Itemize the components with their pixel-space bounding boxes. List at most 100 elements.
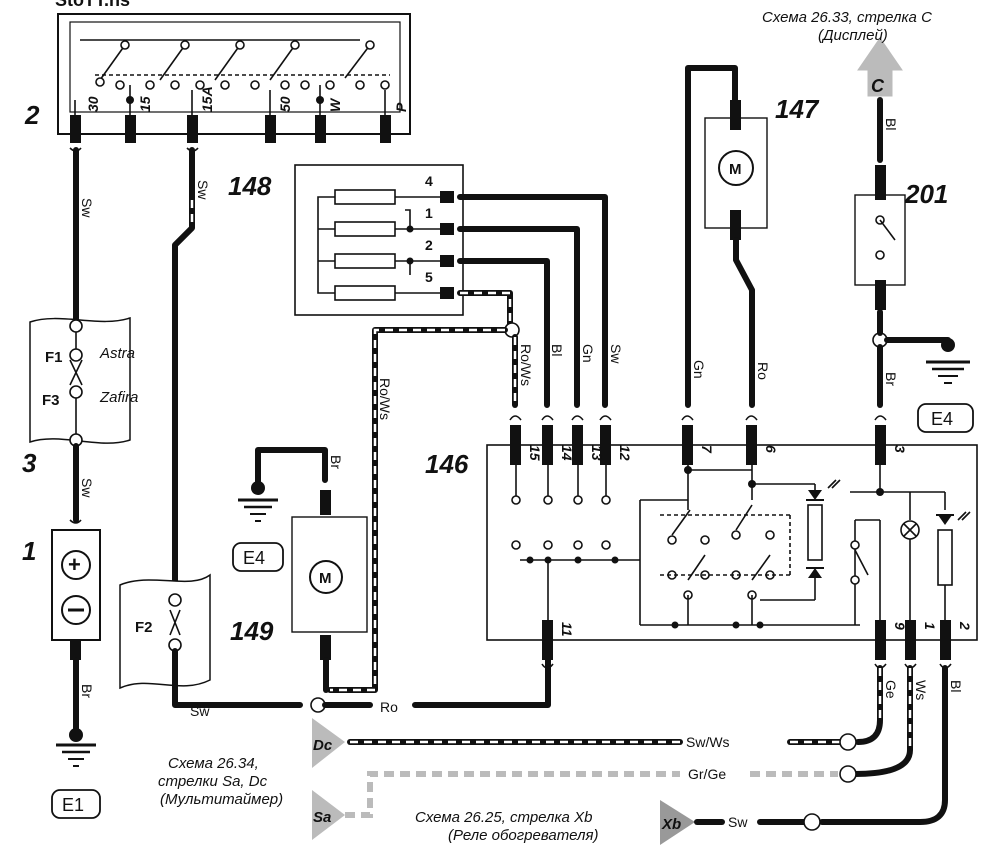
motor-149-symbol: M: [319, 570, 332, 587]
relay-pin-7: 7: [699, 445, 715, 454]
ground-e4-right-label: E4: [931, 409, 953, 429]
wire-label-rows-2: Ro/Ws: [518, 344, 534, 386]
wire-rows-motor: [327, 327, 508, 693]
wire-label-rows-1: Ro/Ws: [377, 378, 393, 420]
label-148: 148: [228, 171, 272, 201]
splice-xb: [803, 813, 821, 831]
ignition-switch-terminals: [70, 115, 391, 143]
terminal-15a: 15A: [199, 86, 215, 112]
wire-label-sw-2: Sw: [79, 478, 95, 498]
terminal-15: 15: [137, 96, 153, 112]
resistor-pin-4: 4: [425, 173, 433, 189]
fuse-f1-bot: [69, 348, 83, 362]
plus-glyph: +: [68, 552, 81, 577]
wire-f2-sw: [172, 648, 303, 708]
ground-e4-left-icon: [238, 498, 278, 522]
plug-battery-top: [69, 519, 82, 524]
relay-pin-1: 1: [922, 622, 938, 630]
ignition-switch-title: StoTT.ns: [55, 0, 130, 10]
wire-label-ro-2: Ro: [755, 362, 771, 380]
fuse-f1-label: F1: [45, 349, 63, 366]
fuse-f1-model: Astra: [99, 345, 135, 362]
wire-label-gr-ge: Gr/Ge: [688, 766, 726, 782]
ignition-switch-box: [57, 13, 411, 135]
fuse-f3-model: Zafira: [99, 389, 138, 406]
note-bottom-2: (Реле обогревателя): [448, 827, 599, 844]
arrow-sa-icon: [312, 790, 345, 840]
relay-pin-2: 2: [957, 621, 973, 630]
arrow-c-label: C: [871, 76, 885, 96]
battery-plus-icon: [61, 550, 91, 580]
splice-gr-ge: [839, 765, 857, 783]
label-149: 149: [230, 616, 274, 646]
wire-label-gn-2: Gn: [691, 360, 707, 379]
splice-sw-ws: [839, 733, 857, 751]
wire-label-sw-4: Sw: [190, 703, 210, 719]
arrow-dc-label: Dc: [313, 737, 333, 754]
wire-label-sw-6: Sw: [728, 814, 748, 830]
relay-pin-15: 15: [527, 445, 543, 461]
wire-15a-sw: [172, 147, 195, 593]
label-201: 201: [904, 179, 948, 209]
relay-top-connectors: [509, 415, 887, 465]
fuse-symbol: [69, 359, 83, 386]
note-left-2: стрелки Sa, Dc: [158, 773, 268, 790]
ground-e4-right-icon: [926, 360, 970, 384]
relay-pin-14: 14: [559, 445, 575, 461]
resistor-pin-2: 2: [425, 237, 433, 253]
resistor-block-internal: [317, 189, 445, 301]
wire-label-br-3: Br: [883, 372, 899, 386]
wire-pin2-bl: [457, 258, 550, 408]
wire-label-ge: Ge: [883, 680, 899, 699]
label-1: 1: [22, 536, 36, 566]
wire-label-sw-ws: Sw/Ws: [686, 734, 730, 750]
wire-relay-ge: [855, 665, 883, 745]
wire-label-ws: Ws: [913, 680, 929, 700]
arrow-xb-label: Xb: [661, 816, 681, 833]
arrow-xb-icon: [660, 800, 695, 845]
motor-147-icon: [718, 150, 754, 186]
ignition-switch-inner: [69, 21, 401, 113]
arrow-c-icon: [857, 37, 903, 97]
relay-internal-circuit: [511, 465, 971, 629]
wire-rows-motor-stripe: [330, 328, 505, 692]
wire-label-gn-1: Gn: [580, 344, 596, 363]
wire-label-bl-1: Bl: [549, 344, 565, 356]
relay-pin-11: 11: [559, 622, 575, 637]
switch-201-box: [854, 194, 906, 286]
wire-label-ro-1: Ro: [380, 699, 398, 715]
ground-e4-left-label: E4: [243, 548, 265, 568]
ignition-switch-contacts: [74, 39, 390, 115]
ground-e1-icon: [56, 743, 96, 767]
motor-147-symbol: M: [729, 161, 742, 178]
ground-e1-label: E1: [62, 795, 84, 815]
fuse-f2-label: F2: [135, 619, 153, 636]
relay-146: [486, 444, 978, 641]
wire-motor149-br: [255, 447, 328, 488]
wire-relay-bl: [819, 665, 948, 825]
relay-pin-9: 9: [892, 622, 908, 630]
label-146: 146: [425, 449, 469, 479]
relay-pin-6: 6: [763, 445, 779, 453]
note-top-right-1: Схема 26.33, стрелка C: [762, 9, 932, 26]
relay-pin-12: 12: [617, 445, 633, 461]
note-bottom-1: Схема 26.25, стрелка Xb: [415, 809, 592, 826]
fuse-box-f2: [119, 573, 211, 690]
terminal-30: 30: [85, 96, 101, 112]
wire-label-sw-3: Sw: [195, 180, 211, 200]
label-147: 147: [775, 94, 820, 124]
label-2: 2: [24, 100, 40, 130]
wire-pin1-gn: [457, 226, 580, 408]
wire-relay-ws: [852, 665, 913, 777]
wire-pin5-stripe: [460, 291, 512, 325]
wire-motor147-gn: [685, 65, 738, 408]
resistor-pin-1: 1: [425, 205, 433, 221]
terminal-50: 50: [277, 96, 293, 112]
wire-label-br-2: Br: [328, 455, 344, 469]
wire-pin4-sw: [457, 194, 608, 408]
motor-149-icon: [309, 560, 343, 594]
wire-label-bl-2: Bl: [883, 118, 899, 130]
terminal-w: W: [327, 97, 343, 112]
relay-pin-3: 3: [892, 445, 908, 453]
